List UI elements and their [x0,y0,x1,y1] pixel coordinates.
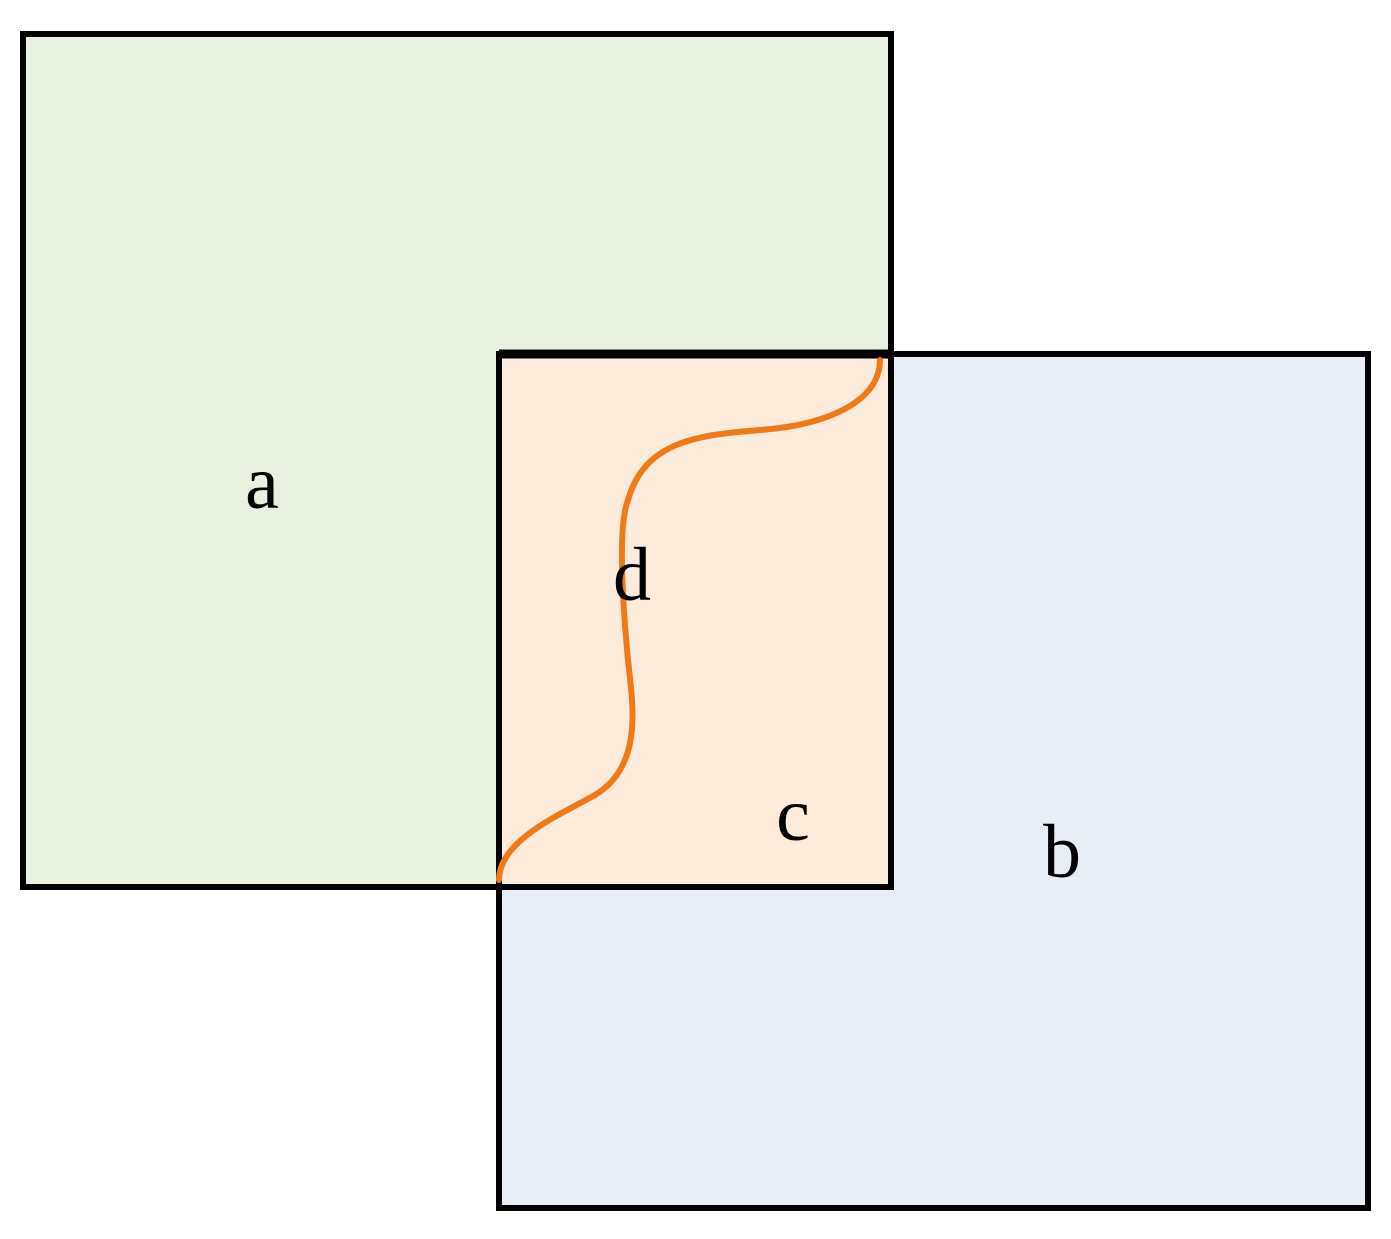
label-b: b [1043,810,1081,894]
dividing-curve [496,357,883,883]
label-c: c [776,773,810,857]
region-b-border [496,351,1371,1211]
overlap-region [499,354,891,887]
region-a-border [20,31,894,890]
label-d: d [613,533,651,617]
label-a: a [245,441,279,525]
